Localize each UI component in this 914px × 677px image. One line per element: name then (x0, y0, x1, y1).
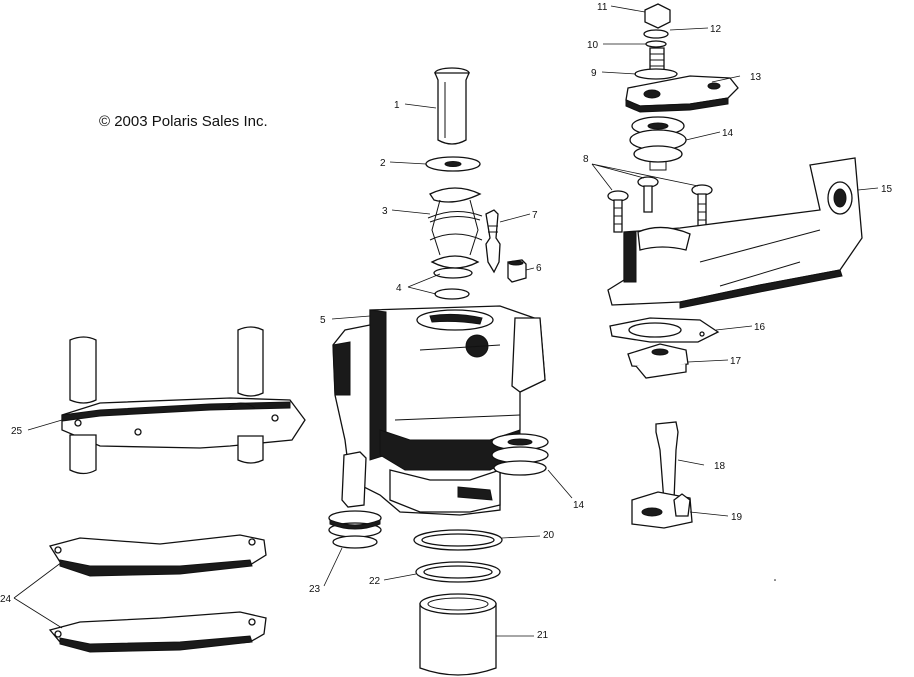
part-caliper-body (332, 305, 546, 516)
callout-13: 13 (750, 72, 762, 83)
part-piston-seal (413, 529, 503, 551)
callout-12: 12 (710, 24, 722, 35)
part-washer-bracket (634, 68, 678, 80)
callout-labels: 1 2 3 4 5 6 7 8 9 10 11 12 13 14 15 16 1… (0, 2, 893, 641)
part-washer-top (425, 156, 481, 172)
callout-18: 18 (714, 461, 726, 472)
callout-3: 3 (382, 206, 388, 217)
callout-6: 6 (536, 263, 542, 274)
part-spring (427, 187, 483, 269)
callout-23: 23 (309, 584, 321, 595)
callout-8: 8 (583, 154, 589, 165)
callout-2: 2 (380, 158, 386, 169)
part-cap (507, 259, 527, 283)
callout-17: 17 (730, 356, 742, 367)
copyright-notice: © 2003 Polaris Sales Inc. (99, 113, 268, 130)
callout-22: 22 (369, 576, 381, 587)
callout-14-upper: 14 (722, 128, 734, 139)
callout-20: 20 (543, 530, 555, 541)
part-rubber-boot-upper (629, 116, 687, 171)
callout-5: 5 (320, 315, 326, 326)
part-piston (419, 593, 497, 676)
part-boot-pin (328, 451, 382, 549)
callout-14-lower: 14 (573, 500, 585, 511)
callout-15: 15 (881, 184, 893, 195)
callout-11: 11 (597, 2, 608, 13)
part-bleeder-valve (485, 209, 501, 274)
callout-10: 10 (587, 40, 599, 51)
callout-24: 24 (0, 594, 12, 605)
callout-4: 4 (396, 283, 402, 294)
part-dust-seal (415, 561, 501, 583)
callout-21: 21 (537, 630, 549, 641)
callout-19: 19 (731, 512, 743, 523)
part-set-screw (673, 493, 691, 517)
callout-7: 7 (532, 210, 538, 221)
part-nut-stack (643, 3, 671, 77)
part-bracket-link (625, 75, 739, 113)
part-mounting-bracket (61, 326, 306, 475)
callout-1: 1 (394, 100, 400, 111)
part-o-rings (433, 267, 473, 300)
callout-9: 9 (591, 68, 597, 79)
part-brake-pads (48, 534, 267, 653)
stray-dot (774, 579, 776, 581)
part-clip (627, 343, 689, 379)
part-pin-sleeve (434, 67, 470, 145)
callout-25: 25 (11, 426, 23, 437)
part-screws (607, 176, 713, 233)
part-gasket-plate (609, 317, 720, 343)
part-rubber-boot-lower (491, 433, 549, 476)
part-caliper-bracket (607, 157, 863, 309)
leader-lines (13, 5, 879, 637)
callout-16: 16 (754, 322, 766, 333)
